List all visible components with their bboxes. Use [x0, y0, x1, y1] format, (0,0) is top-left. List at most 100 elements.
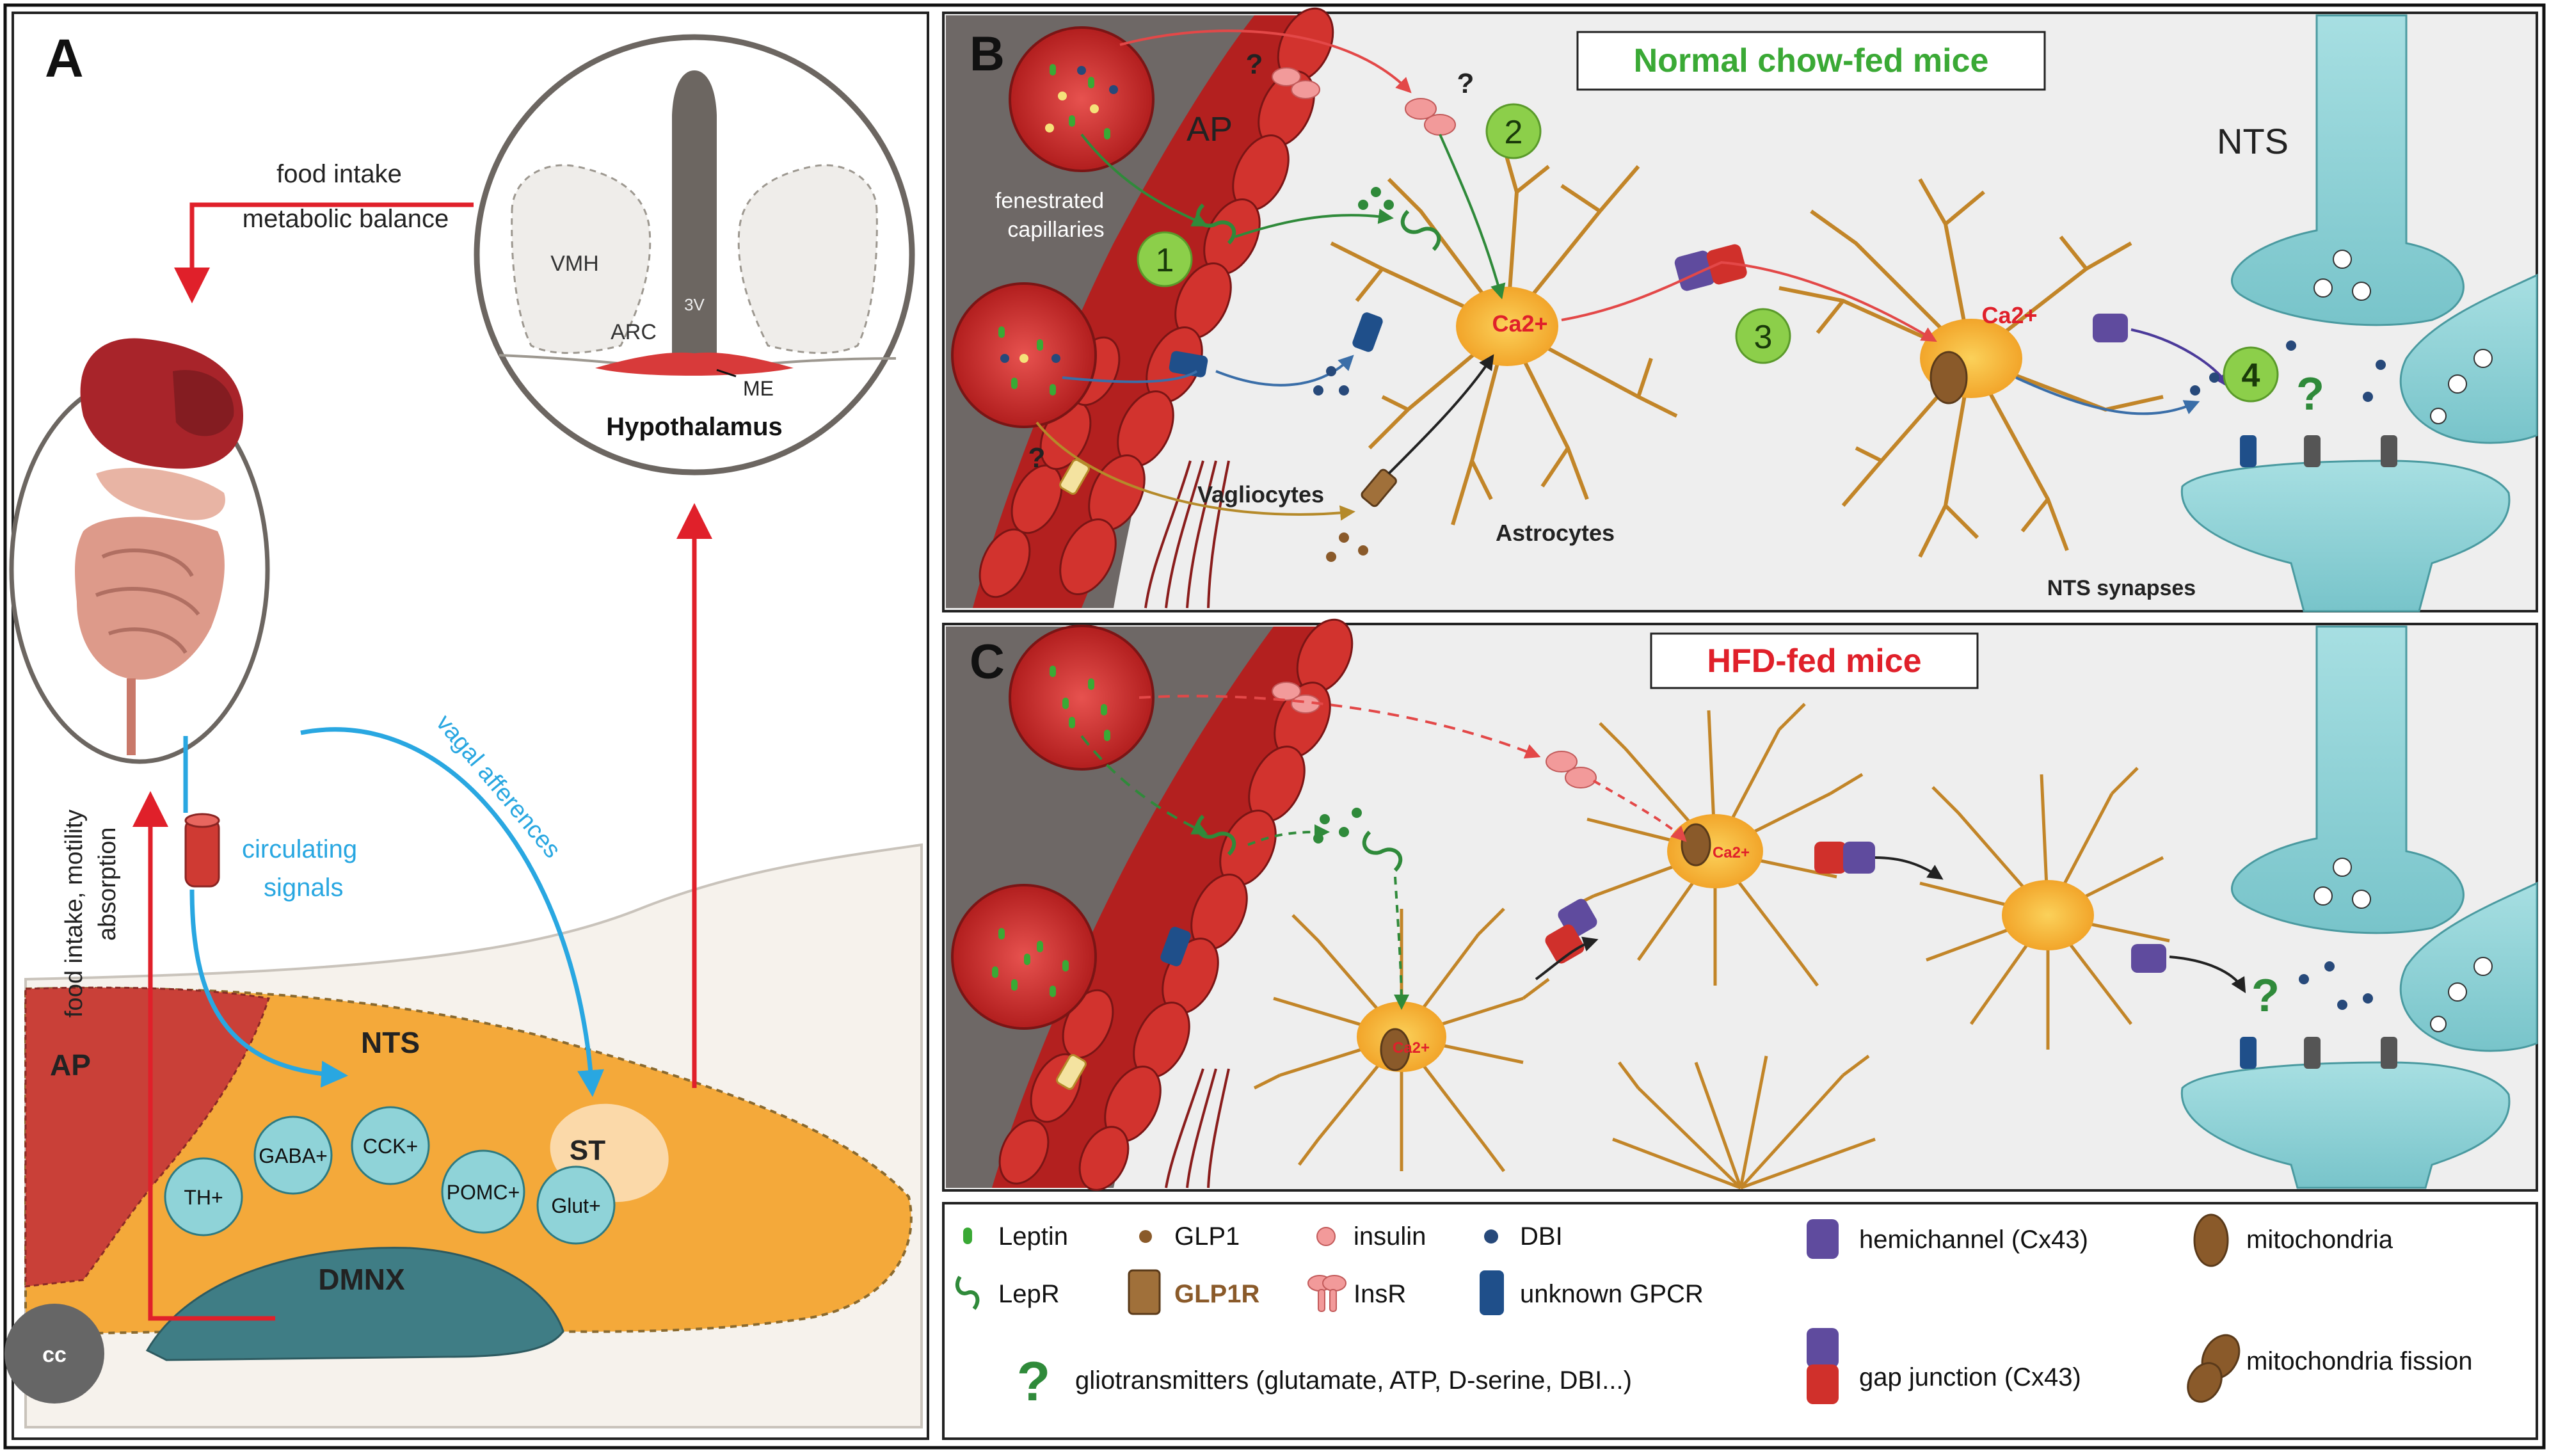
- label-food-intake: food intake: [276, 160, 402, 188]
- legend-dbi-label: DBI: [1520, 1222, 1563, 1251]
- legend-leptin-icon: [963, 1228, 972, 1244]
- panel-b-postsynaptic: [2180, 460, 2511, 612]
- panel-b-astrocyte-left-soma: [1456, 287, 1558, 366]
- panel-b-vagal-fibers: [1144, 460, 1230, 609]
- panel-c-ca-center: Ca2+: [1713, 844, 1750, 861]
- panel-b-arrow-leptin-vessel: [1080, 133, 1208, 227]
- panel-b-arrow-calcium-wave: [1561, 260, 1937, 342]
- panel-b-q-gliotransmitter: ?: [2296, 369, 2324, 420]
- panel-b-mitochondria-icon: [1930, 351, 1968, 404]
- label-glut: Glut+: [551, 1194, 600, 1217]
- panel-c-glp1r-icon: [1056, 1054, 1087, 1090]
- panel-a-letter: A: [45, 28, 84, 88]
- panel-c-presynaptic-top: [2231, 625, 2465, 934]
- arrow-dmnx-to-gut: [132, 791, 275, 1321]
- panel-c-astrocyte-right: [1919, 767, 2170, 1050]
- arrow-hypothalamus-to-gut: [174, 202, 474, 303]
- panel-c-title-box: [1650, 632, 1979, 689]
- label-circulating-2: signals: [264, 874, 344, 902]
- neuron-cck: [351, 1106, 430, 1185]
- legend-hemichannel-label: hemichannel (Cx43): [1859, 1226, 2088, 1254]
- circulating-vessel-icon: [184, 813, 220, 888]
- label-th: TH+: [184, 1186, 223, 1209]
- panel-b-astrocyte-right: [1778, 178, 2164, 558]
- legend-border: [942, 1202, 2538, 1440]
- panel-b-nts-synapses-label: NTS synapses: [2047, 576, 2196, 600]
- panel-b-step-markers: [1137, 103, 2279, 403]
- panel-c-arrow-gap-1: [1535, 936, 1599, 980]
- panel-c-astrocyte-lower-left: [1253, 908, 1550, 1172]
- median-eminence: [595, 352, 794, 376]
- nts-neurons: [164, 1106, 616, 1245]
- legend-gliotransmitters-label: gliotransmitters (glutamate, ATP, D-seri…: [1075, 1366, 1632, 1395]
- panel-b-num-3: 3: [1754, 319, 1773, 356]
- panel-b-arrow-release: [2015, 376, 2200, 415]
- panel-c-lepr-astro-icon: [1362, 830, 1403, 872]
- legend-insulin-icon: [1316, 1227, 1336, 1246]
- legend-glp1-icon: [1139, 1230, 1152, 1243]
- legend: ? Leptin GLP1 insulin DBI LepR GLP1R Ins…: [942, 1202, 2538, 1440]
- legend-insulin-label: insulin: [1354, 1222, 1426, 1251]
- panel-c-mito-fission-1-icon: [1380, 1028, 1410, 1071]
- vmh-right: [737, 164, 878, 354]
- panel-b-ca-right: Ca2+: [1981, 302, 2037, 328]
- panel-b-fenestrated-2: capillaries: [1007, 218, 1104, 242]
- panel-b-capillary-top: [1009, 26, 1155, 172]
- legend-mito-fission-icon: [2187, 1334, 2241, 1403]
- panel-b-arrow-insulin-astro: [1439, 134, 1506, 300]
- third-ventricle: [672, 70, 717, 358]
- panel-b-astrocytes-label: Astrocytes: [1496, 520, 1615, 546]
- panel-b-ap-label: AP: [1187, 110, 1233, 148]
- label-3v: 3V: [684, 295, 705, 314]
- panel-c-receptors: [2240, 1037, 2397, 1069]
- panel-b-vagliocytes-label: Vagliocytes: [1197, 481, 1324, 508]
- panel-c-q-gliotransmitter: ?: [2251, 970, 2280, 1021]
- vmh-left: [511, 164, 651, 354]
- legend-glp1-label: GLP1: [1174, 1222, 1240, 1251]
- intestine-folds-icon: [95, 548, 200, 654]
- panel-b-gap-junction-icon: [1674, 244, 1747, 291]
- panel-b-arrow-insulin: [1119, 29, 1412, 93]
- hypothalamus-inset: [474, 34, 915, 476]
- panel-c-arrow-hemichannel: [2169, 956, 2246, 993]
- liver-lobe-icon: [173, 370, 234, 436]
- label-ap: AP: [50, 1048, 91, 1082]
- gut-inset: [9, 338, 270, 764]
- panel-c-title: HFD-fed mice: [1707, 643, 1921, 680]
- panel-b-q-1: ?: [1246, 49, 1263, 80]
- panel-b-capillary-particles: [998, 64, 1118, 396]
- arrow-circulating-to-nts: [189, 889, 348, 1088]
- panel-c-molecules: [1313, 808, 2373, 1010]
- panel-b-q-2: ?: [1457, 68, 1474, 99]
- arrow-vagal-afferences: [300, 727, 604, 1097]
- panel-b-arrow-dbi-vessel: [1062, 370, 1198, 383]
- panel-b-receptors: [2240, 435, 2397, 467]
- panel-c-gap-junction-2-icon: [1814, 842, 1875, 874]
- ap-region: [24, 986, 270, 1288]
- panel-b-title: Normal chow-fed mice: [1634, 42, 1989, 79]
- label-gut-1: food intake, motility: [61, 810, 88, 1018]
- panel-b-arrow-glp1: [1035, 421, 1355, 521]
- label-cck: CCK+: [363, 1135, 418, 1158]
- panel-c-arrow-insr-soma: [1593, 780, 1687, 842]
- label-arc: ARC: [611, 320, 657, 344]
- panel-b-presynaptic-top: [2231, 14, 2465, 326]
- intestine-icon: [75, 516, 225, 680]
- legend-lepr-icon: [955, 1276, 980, 1310]
- panel-c-ca-left: Ca2+: [1393, 1039, 1430, 1057]
- panel-b-letter: B: [970, 27, 1005, 81]
- panel-b-ca-left: Ca2+: [1492, 310, 1547, 337]
- label-gut-2: absorption: [94, 828, 121, 941]
- label-pomc: POMC+: [447, 1181, 520, 1204]
- legend-fission-label: mitochondria fission: [2246, 1347, 2473, 1375]
- step-2-marker: [1485, 103, 1542, 159]
- legend-insr-icon: [1307, 1275, 1346, 1312]
- panel-b-num-1: 1: [1156, 242, 1174, 279]
- panel-c-arrow-leptin-astro: [1247, 824, 1330, 846]
- legend-gpcr-label: unknown GPCR: [1520, 1280, 1704, 1308]
- panel-c-arrow-insulin: [1139, 694, 1541, 759]
- label-circulating-1: circulating: [242, 835, 357, 863]
- panel-b-num-2: 2: [1505, 114, 1523, 151]
